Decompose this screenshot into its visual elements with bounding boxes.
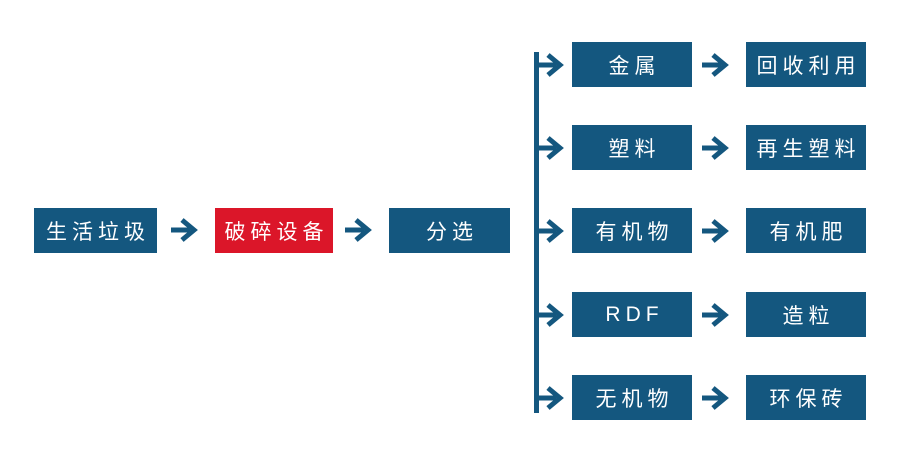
node-rdf: RDF (572, 292, 692, 337)
arrow-right-icon (702, 136, 729, 160)
arrow-right-icon (537, 136, 564, 160)
node-recycled-plastic: 再生塑料 (746, 125, 866, 170)
arrow-right-icon (537, 219, 564, 243)
node-granulation-label: 造粒 (782, 304, 835, 328)
node-eco-brick: 环保砖 (746, 375, 866, 420)
node-inorganic-matter-label: 无机物 (595, 387, 674, 411)
node-crushing-equipment: 破碎设备 (215, 208, 333, 253)
arrow-right-icon (537, 386, 564, 410)
node-organic-matter: 有机物 (572, 208, 692, 253)
node-recycling-label: 回收利用 (756, 54, 861, 78)
arrow-right-icon (702, 53, 729, 77)
arrow-right-icon (537, 303, 564, 327)
arrow-right-icon (345, 218, 372, 242)
node-recycled-plastic-label: 再生塑料 (756, 137, 861, 161)
node-organic-fertilizer: 有机肥 (746, 208, 866, 253)
node-rdf-label: RDF (605, 302, 664, 326)
node-organic-fertilizer-label: 有机肥 (769, 220, 848, 244)
node-inorganic-matter: 无机物 (572, 375, 692, 420)
node-sorting: 分选 (389, 208, 510, 253)
node-metal-label: 金属 (608, 54, 661, 78)
arrow-right-icon (702, 303, 729, 327)
node-granulation: 造粒 (746, 292, 866, 337)
node-eco-brick-label: 环保砖 (769, 387, 848, 411)
node-organic-matter-label: 有机物 (595, 220, 674, 244)
node-plastic: 塑料 (572, 125, 692, 170)
arrow-right-icon (702, 386, 729, 410)
arrow-right-icon (171, 218, 198, 242)
node-metal: 金属 (572, 42, 692, 87)
node-crushing-equipment-label: 破碎设备 (224, 220, 329, 244)
sorting-branch-trunk-line (534, 52, 539, 413)
arrow-right-icon (702, 219, 729, 243)
node-household-waste: 生活垃圾 (34, 208, 157, 253)
node-recycling: 回收利用 (746, 42, 866, 87)
node-household-waste-label: 生活垃圾 (46, 220, 150, 244)
arrow-right-icon (537, 53, 564, 77)
node-plastic-label: 塑料 (608, 137, 661, 161)
node-sorting-label: 分选 (426, 220, 478, 244)
